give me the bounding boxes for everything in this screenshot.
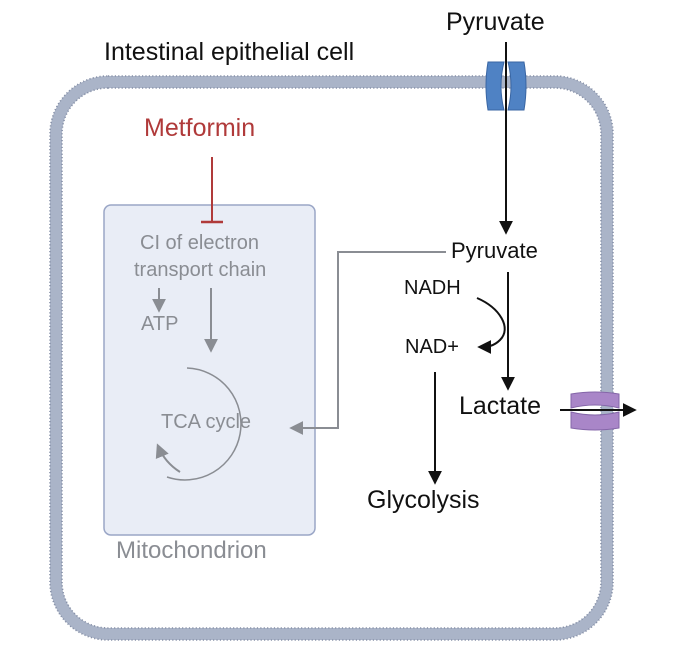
atp-label: ATP	[141, 313, 179, 335]
tca-cycle-label: TCA cycle	[161, 411, 252, 433]
glycolysis-label: Glycolysis	[367, 486, 480, 514]
tca-cycle-circle	[166, 367, 242, 481]
cell-label: Intestinal epithelial cell	[104, 38, 355, 66]
ci-label-line2: transport chain	[134, 259, 267, 281]
pyruvate-outside-label: Pyruvate	[446, 8, 545, 36]
cell-membrane	[49, 75, 614, 641]
mitochondrion	[103, 204, 316, 536]
pyruvate-inside-label: Pyruvate	[451, 238, 538, 263]
ci-label-line1: CI of electron	[140, 232, 259, 254]
mitochondrion-label: Mitochondrion	[116, 537, 267, 564]
pyruvate-to-tca-arrow	[289, 251, 446, 435]
pyruvate-transporter	[485, 61, 527, 111]
lactate-transporter	[570, 391, 620, 431]
metformin-label: Metformin	[144, 114, 256, 142]
nad-plus-label: NAD+	[405, 336, 459, 358]
tca-cycle-arrow	[155, 443, 181, 473]
lactate-label: Lactate	[459, 392, 542, 420]
nadh-to-nad-arrow	[476, 297, 506, 354]
metformin-inhibition	[201, 157, 223, 224]
nadh-label: NADH	[404, 277, 461, 299]
